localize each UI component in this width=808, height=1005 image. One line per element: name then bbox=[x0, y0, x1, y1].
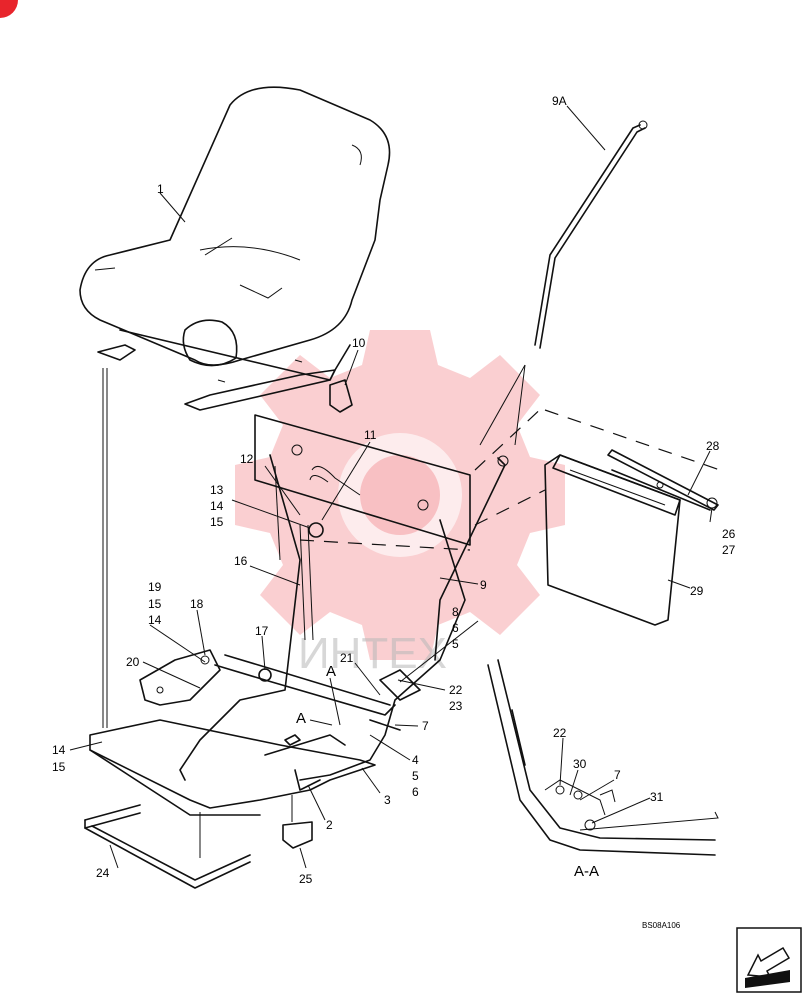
callout-labels: 1 9A 10 11 12 13 14 15 16 19 15 14 18 17… bbox=[52, 94, 736, 886]
callout: 19 bbox=[148, 580, 162, 594]
rod-9a bbox=[479, 120, 648, 446]
callout: 14 bbox=[52, 743, 66, 757]
callout: 18 bbox=[190, 597, 204, 611]
callout: 3 bbox=[384, 793, 391, 807]
callout: 8 bbox=[452, 605, 459, 619]
callout: 17 bbox=[255, 624, 269, 638]
section-label: A-A bbox=[574, 863, 599, 880]
bracket-25 bbox=[282, 821, 313, 849]
seat-frame bbox=[89, 454, 466, 816]
callout: 10 bbox=[352, 336, 366, 350]
section-marker: A bbox=[296, 710, 306, 727]
callout: 29 bbox=[690, 584, 704, 598]
callout: 6 bbox=[452, 621, 459, 635]
callout: 21 bbox=[340, 651, 354, 665]
rod-9 bbox=[434, 457, 506, 661]
arrow-icon[interactable] bbox=[736, 927, 802, 993]
callout: 4 bbox=[412, 753, 419, 767]
callout: 22 bbox=[449, 683, 463, 697]
callout: 27 bbox=[722, 543, 736, 557]
callout: 14 bbox=[210, 499, 224, 513]
callout: 7 bbox=[614, 768, 621, 782]
badge-icon bbox=[0, 0, 18, 18]
callout: 15 bbox=[148, 597, 162, 611]
callout: 24 bbox=[96, 866, 110, 880]
callout: 15 bbox=[52, 760, 66, 774]
callout: 1 bbox=[157, 182, 164, 196]
callout: 5 bbox=[452, 637, 459, 651]
callout: 6 bbox=[412, 785, 419, 799]
callout: 31 bbox=[650, 790, 664, 804]
callout: 13 bbox=[210, 483, 224, 497]
callout: 26 bbox=[722, 527, 736, 541]
watermark-text: ИНТЕХ bbox=[298, 629, 447, 678]
callout: 5 bbox=[412, 769, 419, 783]
callout: 30 bbox=[573, 757, 587, 771]
back-panel bbox=[254, 414, 471, 546]
leader-lines bbox=[69, 105, 713, 869]
cover-29 bbox=[544, 454, 681, 626]
bracket-28 bbox=[607, 449, 719, 511]
callout: 15 bbox=[210, 515, 224, 529]
bracket bbox=[329, 379, 353, 413]
watermark-logo: ИНТЕХ bbox=[235, 330, 565, 678]
callout: 2 bbox=[326, 818, 333, 832]
callout: 7 bbox=[422, 719, 429, 733]
callout: 22 bbox=[553, 726, 567, 740]
callout: 11 bbox=[364, 428, 377, 442]
callout: 9 bbox=[480, 578, 487, 592]
section-marker: A bbox=[326, 663, 336, 680]
callout: 25 bbox=[299, 872, 313, 886]
callout: 28 bbox=[706, 439, 720, 453]
detail-a-a bbox=[487, 659, 719, 856]
drawing-code: BS08A106 bbox=[642, 921, 681, 930]
spring-24 bbox=[84, 804, 251, 889]
callout: 9A bbox=[552, 94, 567, 108]
callout: 20 bbox=[126, 655, 140, 669]
callout: 14 bbox=[148, 613, 162, 627]
callout: 12 bbox=[240, 452, 254, 466]
callout: 16 bbox=[234, 554, 248, 568]
seat bbox=[79, 86, 391, 411]
callout: 23 bbox=[449, 699, 463, 713]
